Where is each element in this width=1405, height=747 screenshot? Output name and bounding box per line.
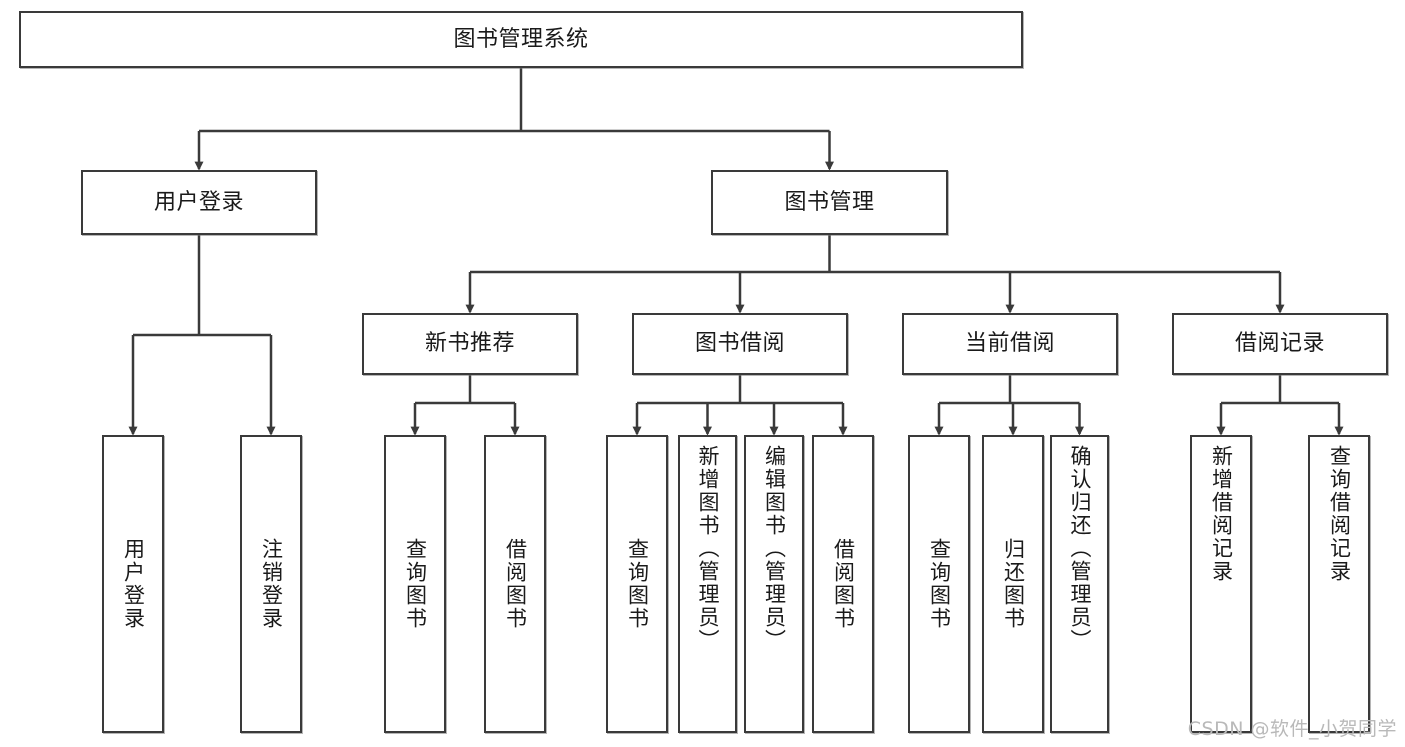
node-leaf-query-rec[interactable]: 查询借阅记录	[1308, 435, 1370, 733]
node-label: 归还图书	[1001, 538, 1026, 630]
node-book-borrow[interactable]: 图书借阅	[632, 313, 848, 375]
node-label: 查询图书	[927, 538, 952, 630]
node-label: 图书管理系统	[453, 26, 589, 52]
node-label: 编辑图书（管理员）	[762, 445, 787, 652]
node-leaf-return[interactable]: 归还图书	[982, 435, 1044, 733]
node-leaf-logout[interactable]: 注销登录	[240, 435, 302, 733]
watermark-text: CSDN @软件_小贺同学	[1187, 718, 1397, 740]
node-label: 新增图书（管理员）	[696, 445, 721, 652]
node-label: 查询图书	[403, 538, 428, 630]
node-new-book-rec[interactable]: 新书推荐	[362, 313, 578, 375]
node-label: 用户登录	[153, 189, 244, 215]
node-label: 借阅图书	[831, 538, 856, 630]
node-current-borrow[interactable]: 当前借阅	[902, 313, 1118, 375]
node-label: 图书借阅	[694, 331, 785, 357]
node-user-login[interactable]: 用户登录	[81, 170, 317, 235]
node-book-manage[interactable]: 图书管理	[711, 170, 948, 235]
node-leaf-confirm[interactable]: 确认归还（管理员）	[1050, 435, 1109, 733]
node-borrow-record[interactable]: 借阅记录	[1172, 313, 1388, 375]
node-label: 查询图书	[625, 538, 650, 630]
node-label: 借阅记录	[1234, 331, 1325, 357]
node-leaf-query-3[interactable]: 查询图书	[908, 435, 970, 733]
node-leaf-query-1[interactable]: 查询图书	[384, 435, 446, 733]
node-label: 查询借阅记录	[1327, 445, 1352, 583]
node-label: 确认归还（管理员）	[1068, 445, 1093, 652]
node-root[interactable]: 图书管理系统	[19, 11, 1023, 68]
node-label: 新书推荐	[424, 331, 515, 357]
node-label: 注销登录	[259, 538, 284, 630]
node-leaf-add-rec[interactable]: 新增借阅记录	[1190, 435, 1252, 733]
node-leaf-borrow-2[interactable]: 借阅图书	[812, 435, 874, 733]
node-leaf-add-book[interactable]: 新增图书（管理员）	[678, 435, 737, 733]
node-leaf-borrow-1[interactable]: 借阅图书	[484, 435, 546, 733]
node-label: 图书管理	[784, 189, 875, 215]
edge-group	[128, 68, 1344, 436]
node-leaf-user-login[interactable]: 用户登录	[102, 435, 164, 733]
node-label: 新增借阅记录	[1209, 445, 1234, 583]
node-label: 借阅图书	[503, 538, 528, 630]
node-leaf-query-2[interactable]: 查询图书	[606, 435, 668, 733]
node-leaf-edit-book[interactable]: 编辑图书（管理员）	[744, 435, 804, 733]
node-label: 用户登录	[121, 538, 146, 630]
node-label: 当前借阅	[964, 331, 1055, 357]
